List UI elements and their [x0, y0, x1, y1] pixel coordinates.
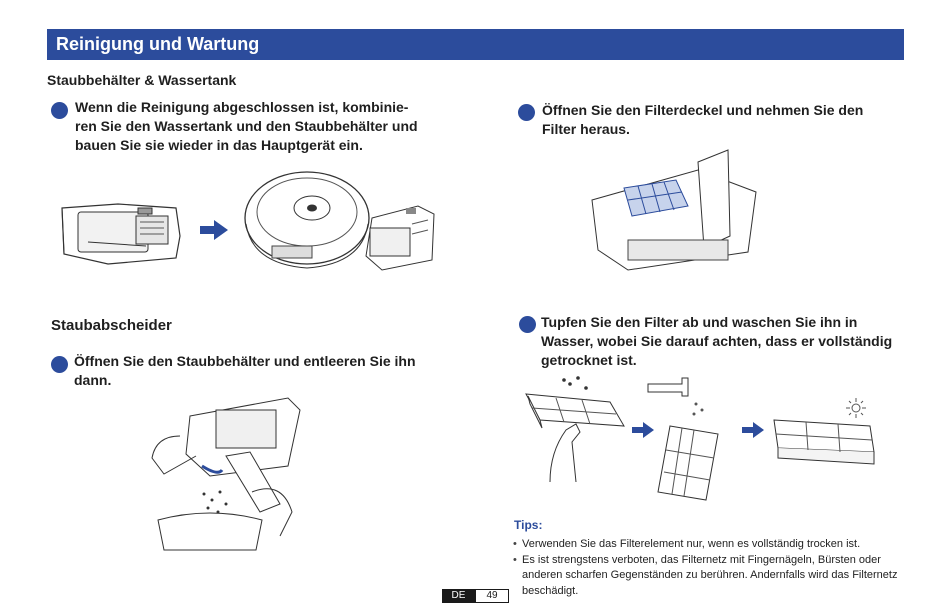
step-text-reassemble: Wenn die Reinigung abgeschlossen ist, ko…: [75, 98, 418, 155]
tips-title: Tips:: [514, 518, 543, 532]
section-title-bar: Reinigung und Wartung: [47, 29, 904, 60]
arrow-right-icon: [742, 422, 764, 438]
tip-item: Es ist strengstens verboten, das Filtern…: [513, 553, 913, 600]
step-line: Wenn die Reinigung abgeschlossen ist, ko…: [75, 99, 409, 115]
tips-list: Verwenden Sie das Filterelement nur, wen…: [513, 537, 913, 599]
step-line: Öffnen Sie den Staubbehälter und entleer…: [74, 353, 416, 369]
step-text-open-filter-cover: Öffnen Sie den Filterdeckel und nehmen S…: [542, 101, 863, 139]
step-text-empty-dustbin: Öffnen Sie den Staubbehälter und entleer…: [74, 352, 416, 390]
step-line: Filter heraus.: [542, 121, 630, 137]
page-title: Reinigung und Wartung: [56, 34, 260, 54]
step-bullet: [51, 356, 68, 373]
step-bullet: [519, 316, 536, 333]
illustration-wash-filter: [644, 372, 728, 502]
illustration-open-filter-cover: [588, 140, 764, 274]
tip-item: Verwenden Sie das Filterelement nur, wen…: [513, 537, 913, 553]
illustration-tank-inserted: [362, 204, 438, 272]
step-line: getrocknet ist.: [541, 352, 637, 368]
step-line: ren Sie den Wassertank und den Staubbehä…: [75, 118, 418, 134]
step-line: Öffnen Sie den Filterdeckel und nehmen S…: [542, 102, 864, 118]
language-badge: DE: [442, 589, 475, 603]
illustration-dry-filter: [770, 396, 882, 470]
illustration-combined-tank: [58, 178, 188, 270]
step-line: bauen Sie sie wieder in das Hauptgerät e…: [75, 137, 363, 153]
step-bullet: [518, 104, 535, 121]
subsection-title-dustbin-watertank: Staubbehälter & Wassertank: [47, 72, 237, 88]
subsection-title-dust-separator: Staubabscheider: [51, 317, 172, 334]
step-line: Wasser, wobei Sie darauf achten, dass er…: [541, 333, 893, 349]
illustration-robot-vacuum: [242, 168, 372, 272]
step-line: dann.: [74, 372, 112, 388]
illustration-tap-filter: [520, 372, 630, 488]
step-line: Tupfen Sie den Filter ab und waschen Sie…: [541, 314, 858, 330]
arrow-right-icon: [632, 422, 654, 438]
illustration-empty-dustbin: [140, 396, 310, 551]
step-bullet: [51, 102, 68, 119]
page-footer: DE 49: [442, 589, 509, 603]
arrow-right-icon: [200, 220, 228, 240]
step-text-wash-filter: Tupfen Sie den Filter ab und waschen Sie…: [541, 313, 892, 370]
page-number: 49: [475, 589, 509, 603]
